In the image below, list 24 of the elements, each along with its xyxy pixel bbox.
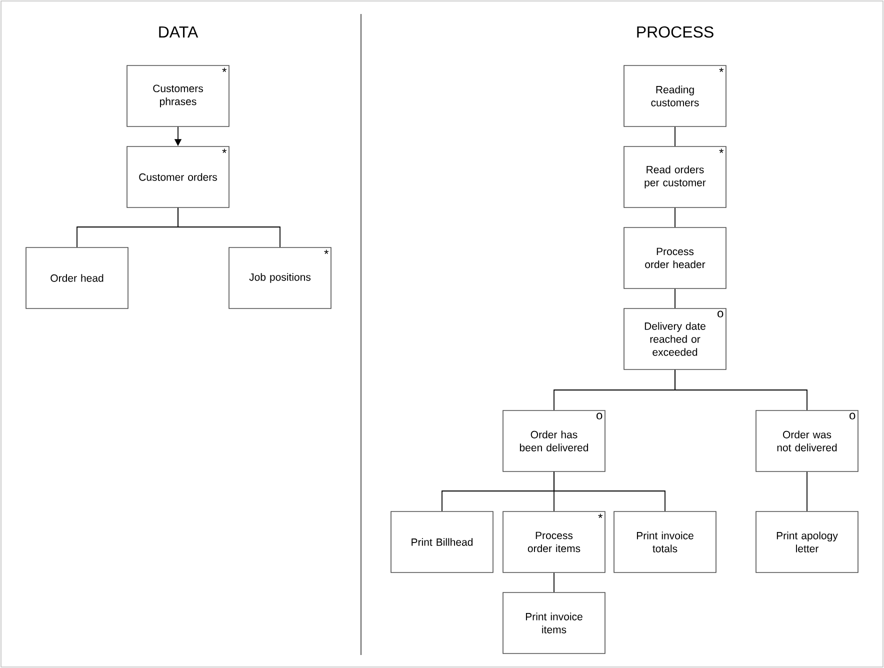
corner-symbol: * — [719, 148, 724, 153]
connector-line — [178, 207, 280, 248]
structure-box: Print Billhead — [390, 511, 494, 573]
corner-symbol: * — [324, 250, 329, 254]
structure-box: Process order header — [624, 227, 726, 289]
structure-box: Order head — [26, 247, 128, 309]
corner-symbol: o — [850, 412, 856, 420]
connector-line — [806, 471, 808, 512]
connector-line — [554, 471, 666, 512]
connector-line — [674, 288, 676, 309]
section-heading: DATA — [159, 26, 198, 38]
connector-line — [674, 126, 676, 147]
connector-line — [674, 207, 676, 228]
section-heading: PROCESS — [637, 26, 714, 38]
corner-symbol: * — [222, 148, 227, 153]
corner-symbol: o — [596, 412, 602, 420]
structure-box: Print invoice items — [502, 592, 606, 654]
corner-symbol: o — [718, 310, 724, 318]
connector-line — [674, 369, 808, 411]
corner-symbol: * — [598, 514, 603, 518]
corner-symbol: * — [719, 68, 724, 72]
structure-box: Print invoice totals — [614, 511, 716, 573]
structure-box: Print apology letter — [756, 511, 858, 573]
corner-symbol: * — [222, 68, 227, 72]
